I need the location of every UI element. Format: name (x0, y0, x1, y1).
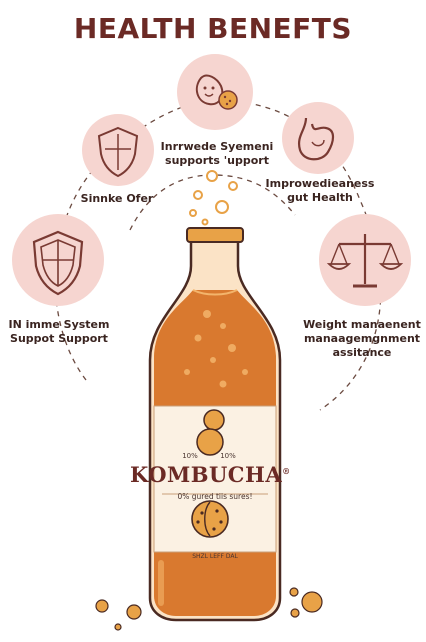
gut-microbe-icon (177, 54, 253, 130)
page-title: HEALTH BENEFTS (73, 12, 353, 45)
brand-name: KOMBUCHA® (130, 462, 291, 487)
label-footer: SHZL LEFF DAL (192, 553, 238, 560)
dashed-connector-arc-inner (129, 174, 296, 231)
shield-icon (12, 214, 104, 306)
scale-icon (319, 214, 411, 306)
kombucha-culture-icon (191, 500, 229, 538)
percent-left: 10% (182, 452, 198, 460)
benefit-top-left-label: Sinnke Ofer (80, 192, 154, 205)
bubbles-bottom (95, 587, 323, 631)
percent-right: 10% (220, 452, 236, 460)
stomach-icon (282, 102, 354, 174)
label-subtitle: 0% gured tiis sures! (177, 492, 253, 501)
bubbles-top (189, 170, 238, 226)
shield-icon (82, 114, 154, 186)
kombucha-bottle (148, 227, 282, 622)
